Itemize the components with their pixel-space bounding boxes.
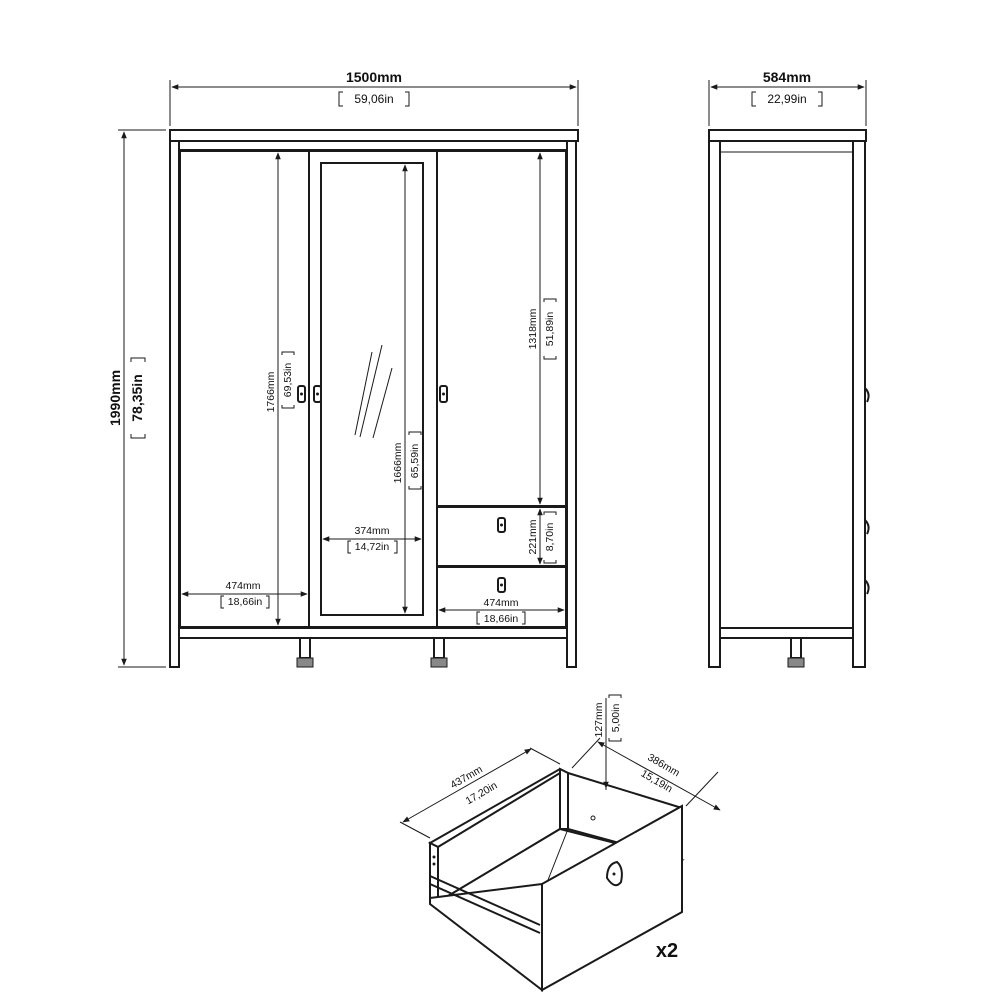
handle-icon <box>864 579 870 595</box>
foot-icon <box>296 637 314 668</box>
drawer-height-in: 5,00in <box>610 704 622 733</box>
drawer-left-front-edge <box>429 841 439 904</box>
side-front-post <box>852 140 866 668</box>
right-door-height-mm: 1318mm <box>527 308 539 349</box>
handle-icon <box>439 385 448 403</box>
front-width-in: 59,06in <box>354 92 393 106</box>
side-back-post <box>708 140 721 668</box>
handle-icon <box>297 385 306 403</box>
foot-icon <box>430 637 448 668</box>
drawer-front-height-in: 8,70in <box>544 523 556 552</box>
foot-icon <box>787 637 805 668</box>
side-depth-in: 22,99in <box>767 92 806 106</box>
handle-icon <box>497 577 506 593</box>
mirror-reflection-mark <box>354 351 373 436</box>
left-post <box>169 140 180 668</box>
right-post <box>566 140 577 668</box>
total-height-mm: 1990mm <box>107 370 123 426</box>
bottom-rail <box>178 627 568 639</box>
mirror-height-in: 65,59in <box>409 444 421 479</box>
mirror-width-mm: 374mm <box>354 525 389 537</box>
drawer-height-mm: 127mm <box>593 702 605 737</box>
left-door-width-in: 18,66in <box>228 596 263 608</box>
left-door-height-mm: 1766mm <box>265 371 277 412</box>
front-view: 1500mm 59,06in 1990mm 78,35in 1766mm 69,… <box>107 69 579 668</box>
left-door-width-mm: 474mm <box>225 580 260 592</box>
mirror-width-in: 14,72in <box>355 541 390 553</box>
drawer-front-width-mm: 474mm <box>483 597 518 609</box>
left-door <box>179 150 310 628</box>
dimension-line-drawer-depth <box>597 741 721 811</box>
drawer-front-height-mm: 221mm <box>527 519 539 554</box>
drawer-detail-view: 437mm 17,20in 127mm 5,00in 386mm 15,19in… <box>399 694 721 993</box>
mirror-reflection-mark <box>359 344 383 438</box>
handle-icon <box>605 860 623 887</box>
mirror-height-mm: 1666mm <box>392 442 404 483</box>
top-plate <box>169 129 579 142</box>
handle-icon <box>864 387 870 403</box>
left-door-height-in: 69,53in <box>282 363 294 398</box>
drawer-width-in: 17,20in <box>464 780 500 808</box>
drawer-front-width-in: 18,66in <box>484 613 519 625</box>
handle-icon <box>497 517 506 533</box>
drawer-back-corner <box>559 767 569 830</box>
drawer-quantity: x2 <box>656 940 678 962</box>
mirror-reflection-mark <box>372 367 393 439</box>
side-top-plate <box>708 129 867 142</box>
handle-icon <box>864 519 870 535</box>
drawer-left-side <box>429 882 543 993</box>
right-door-height-in: 51,89in <box>544 312 556 347</box>
dimension-line-drawer-width <box>402 748 532 823</box>
handle-icon <box>313 385 322 403</box>
total-height-in: 78,35in <box>129 374 145 421</box>
side-view: 584mm 22,99in <box>708 69 870 668</box>
front-width-mm: 1500mm <box>346 69 402 85</box>
side-bottom-rail <box>719 627 854 639</box>
side-depth-mm: 584mm <box>763 69 811 85</box>
